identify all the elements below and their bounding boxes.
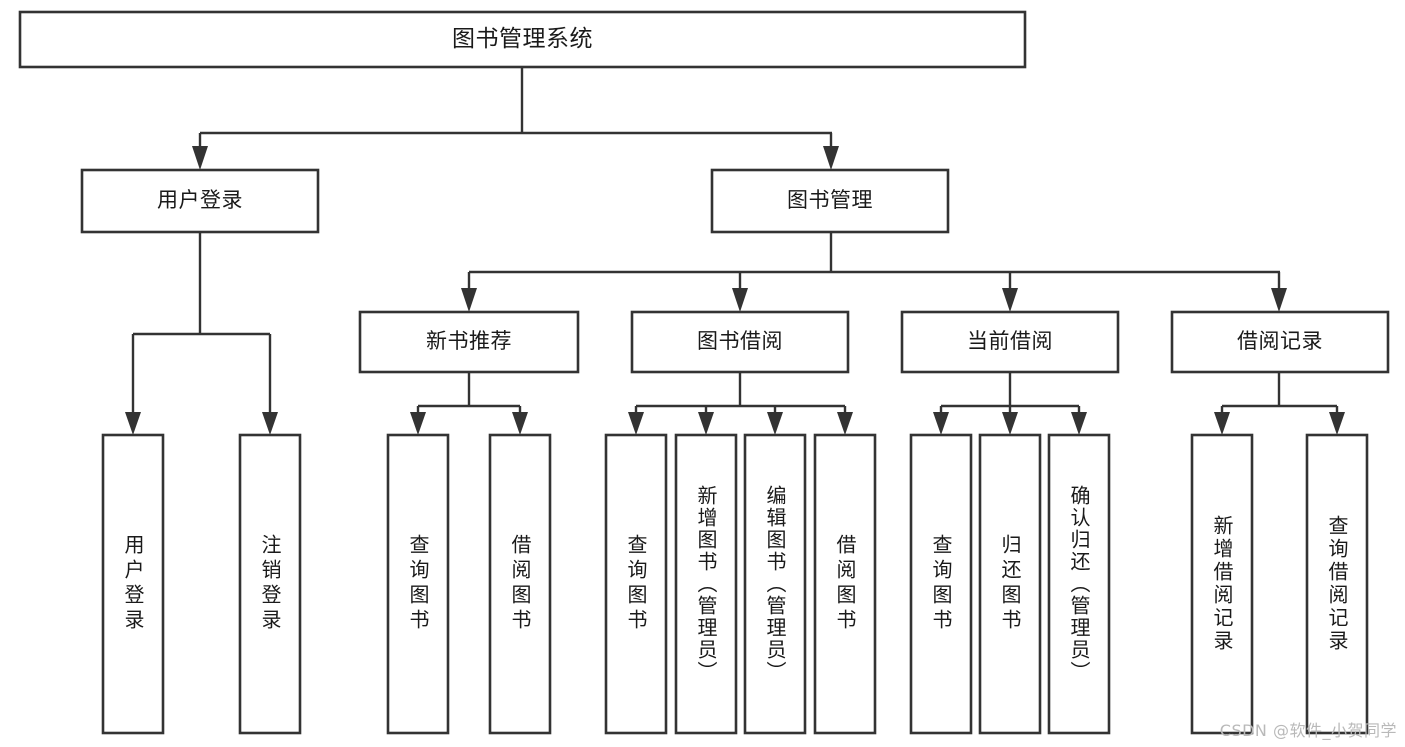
arrow-head-borrow-record xyxy=(1271,288,1287,312)
csdn-watermark: CSDN @软件_小贺同学 xyxy=(1219,721,1397,740)
node-box-book-borrow[interactable] xyxy=(630,310,850,374)
arrow-head-cb-leaf-2 xyxy=(1071,412,1087,435)
connector-group-borrowrecord-leaves xyxy=(1214,372,1345,435)
node-box-leaf-bb-0[interactable] xyxy=(604,433,668,735)
node-box-leaf-cb-0[interactable] xyxy=(909,433,973,735)
node-box-new-book-rec[interactable] xyxy=(358,310,580,374)
node-box-leaf-nb-1[interactable] xyxy=(488,433,552,735)
arrow-head-nb-leaf-0 xyxy=(410,412,426,435)
connector-group-newbook-leaves xyxy=(410,372,528,435)
arrow-head-cb-leaf-0 xyxy=(933,412,949,435)
connector-group-currentborrow-leaves xyxy=(933,372,1087,435)
node-box-leaf-br-0[interactable] xyxy=(1190,433,1254,735)
node-box-root[interactable] xyxy=(18,10,1027,69)
arrow-head-br-leaf-1 xyxy=(1329,412,1345,435)
node-box-borrow-record[interactable] xyxy=(1170,310,1390,374)
arrow-head-nb-leaf-1 xyxy=(512,412,528,435)
connector-group-book-manage xyxy=(461,232,1287,312)
arrow-head-book-borrow xyxy=(732,288,748,312)
node-box-leaf-bb-3[interactable] xyxy=(813,433,877,735)
connector-group-bookborrow-leaves xyxy=(628,372,853,435)
arrow-head-current-borrow xyxy=(1002,288,1018,312)
node-box-current-borrow[interactable] xyxy=(900,310,1120,374)
arrow-head-cb-leaf-1 xyxy=(1002,412,1018,435)
node-box-leaf-ul-1[interactable] xyxy=(238,433,302,735)
arrow-head-user-login xyxy=(192,146,208,170)
arrow-head-newbook-rec xyxy=(461,288,477,312)
node-box-leaf-cb-2[interactable] xyxy=(1047,433,1111,735)
node-box-user-login[interactable] xyxy=(80,168,320,234)
node-box-leaf-bb-1[interactable] xyxy=(674,433,738,735)
arrow-head-book-manage xyxy=(823,146,839,170)
node-box-leaf-bb-2[interactable] xyxy=(743,433,807,735)
connector-group-user-login-leaves xyxy=(125,232,278,435)
node-box-book-manage[interactable] xyxy=(710,168,950,234)
arrow-head-bb-leaf-3 xyxy=(837,412,853,435)
node-box-leaf-ul-0[interactable] xyxy=(101,433,165,735)
connector-group-root xyxy=(192,67,839,170)
arrow-head-bb-leaf-2 xyxy=(767,412,783,435)
arrow-head-ul-leaf-0 xyxy=(125,412,141,435)
arrow-head-bb-leaf-1 xyxy=(698,412,714,435)
node-box-leaf-br-1[interactable] xyxy=(1305,433,1369,735)
arrow-head-bb-leaf-0 xyxy=(628,412,644,435)
node-box-leaf-nb-0[interactable] xyxy=(386,433,450,735)
node-box-leaf-cb-1[interactable] xyxy=(978,433,1042,735)
arrow-head-br-leaf-0 xyxy=(1214,412,1230,435)
arrow-head-ul-leaf-1 xyxy=(262,412,278,435)
